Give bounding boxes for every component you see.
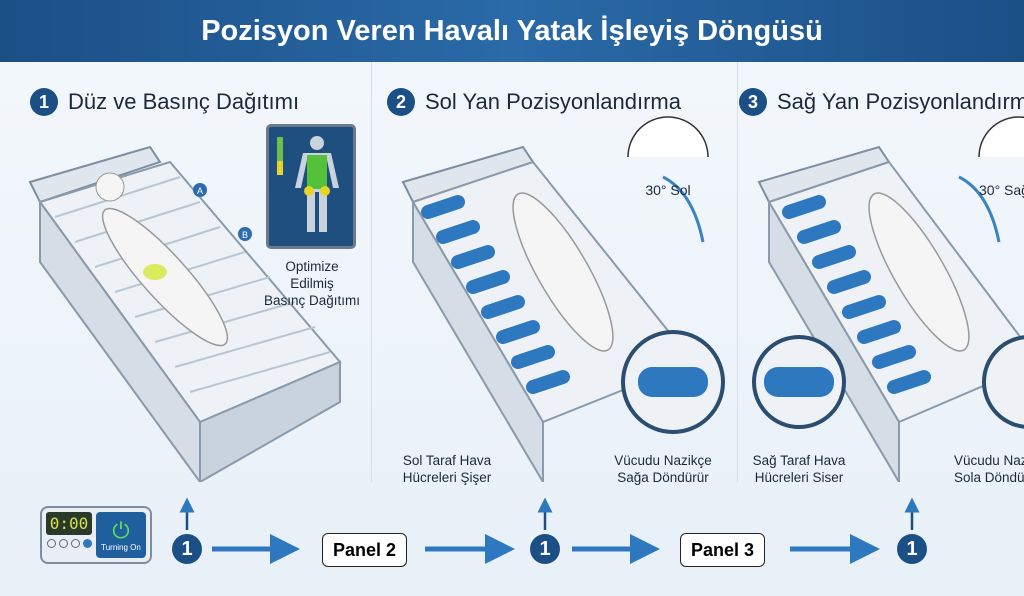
timer-display: 0:00: [46, 512, 92, 535]
panel-2-button[interactable]: Panel 2: [322, 533, 408, 567]
step-number: 2: [387, 88, 415, 116]
control-button[interactable]: [82, 539, 92, 548]
power-icon: ⏻: [112, 517, 130, 543]
caption: Sola Döndürür: [954, 470, 1024, 482]
cell-label-b: B: [242, 230, 248, 240]
caption: Sağ Taraf Hava: [752, 453, 846, 468]
pressure-map-inset: [266, 124, 356, 249]
angle-gauge-icon: [978, 116, 1024, 158]
caption: Hücreleri Şişer: [754, 470, 844, 482]
rotate-arrow-icon: [662, 175, 705, 243]
panel-3: 3 Sağ Yan Pozisyonlandırma 30° Sağ Sağ Ta…: [739, 62, 1024, 482]
status-text: Turning On: [101, 542, 141, 552]
panel-title: Düz ve Basınç Dağıtımı: [68, 89, 300, 114]
panel-title: Sol Yan Pozisyonlandırma: [425, 89, 681, 114]
panel-1: 1 Düz ve Basınç Dağıtımı A B Optimize Edi…: [0, 62, 372, 482]
inset-caption: Optimize Edilmiş: [285, 259, 339, 291]
power-button[interactable]: ⏻ Turning On: [96, 512, 146, 558]
step-1-badge: 1: [897, 534, 927, 564]
control-button[interactable]: [46, 539, 56, 548]
body-pressure-icon: [277, 136, 339, 232]
caption: Vücudu Nazikçe: [614, 453, 712, 468]
control-button[interactable]: [58, 539, 68, 548]
panel-3-button[interactable]: Panel 3: [680, 533, 766, 567]
angle-label: 30° Sol: [645, 182, 691, 198]
page-title: Pozisyon Veren Havalı Yatak İşleyiş Döng…: [201, 14, 823, 47]
step-1-badge: 1: [172, 534, 202, 564]
angle-gauge-icon: [627, 116, 709, 158]
step-number: 3: [739, 88, 767, 116]
caption: Vücudu Nazikçe: [954, 453, 1024, 468]
step-number: 1: [30, 88, 58, 116]
control-button[interactable]: [70, 539, 80, 548]
controller-unit[interactable]: 0:00 ⏻ Turning On: [40, 506, 152, 564]
caption: Sol Taraf Hava: [402, 453, 492, 468]
left-tilt-bed-illustration: [401, 116, 725, 482]
header: Pozisyon Veren Havalı Yatak İşleyiş Döng…: [0, 0, 1024, 62]
cell-label-a: A: [197, 186, 203, 196]
right-tilt-bed-illustration: [752, 116, 1024, 482]
caption: Hücreleri Şişer: [402, 470, 492, 485]
caption: Sağa Döndürür: [617, 470, 709, 485]
panel-2: 2 Sol Yan Pozisyonlandırma 30° Sol Sol Ta…: [373, 62, 738, 485]
panel-title: Sağ Yan Pozisyonlandırma: [777, 89, 1024, 114]
flat-bed-illustration: A B: [28, 145, 342, 482]
inset-caption: Basınç Dağıtımı: [263, 293, 361, 308]
step-1-badge: 1: [530, 534, 560, 564]
rotate-arrow-icon: [958, 175, 1001, 243]
angle-label: 30° Sağ: [979, 182, 1024, 198]
